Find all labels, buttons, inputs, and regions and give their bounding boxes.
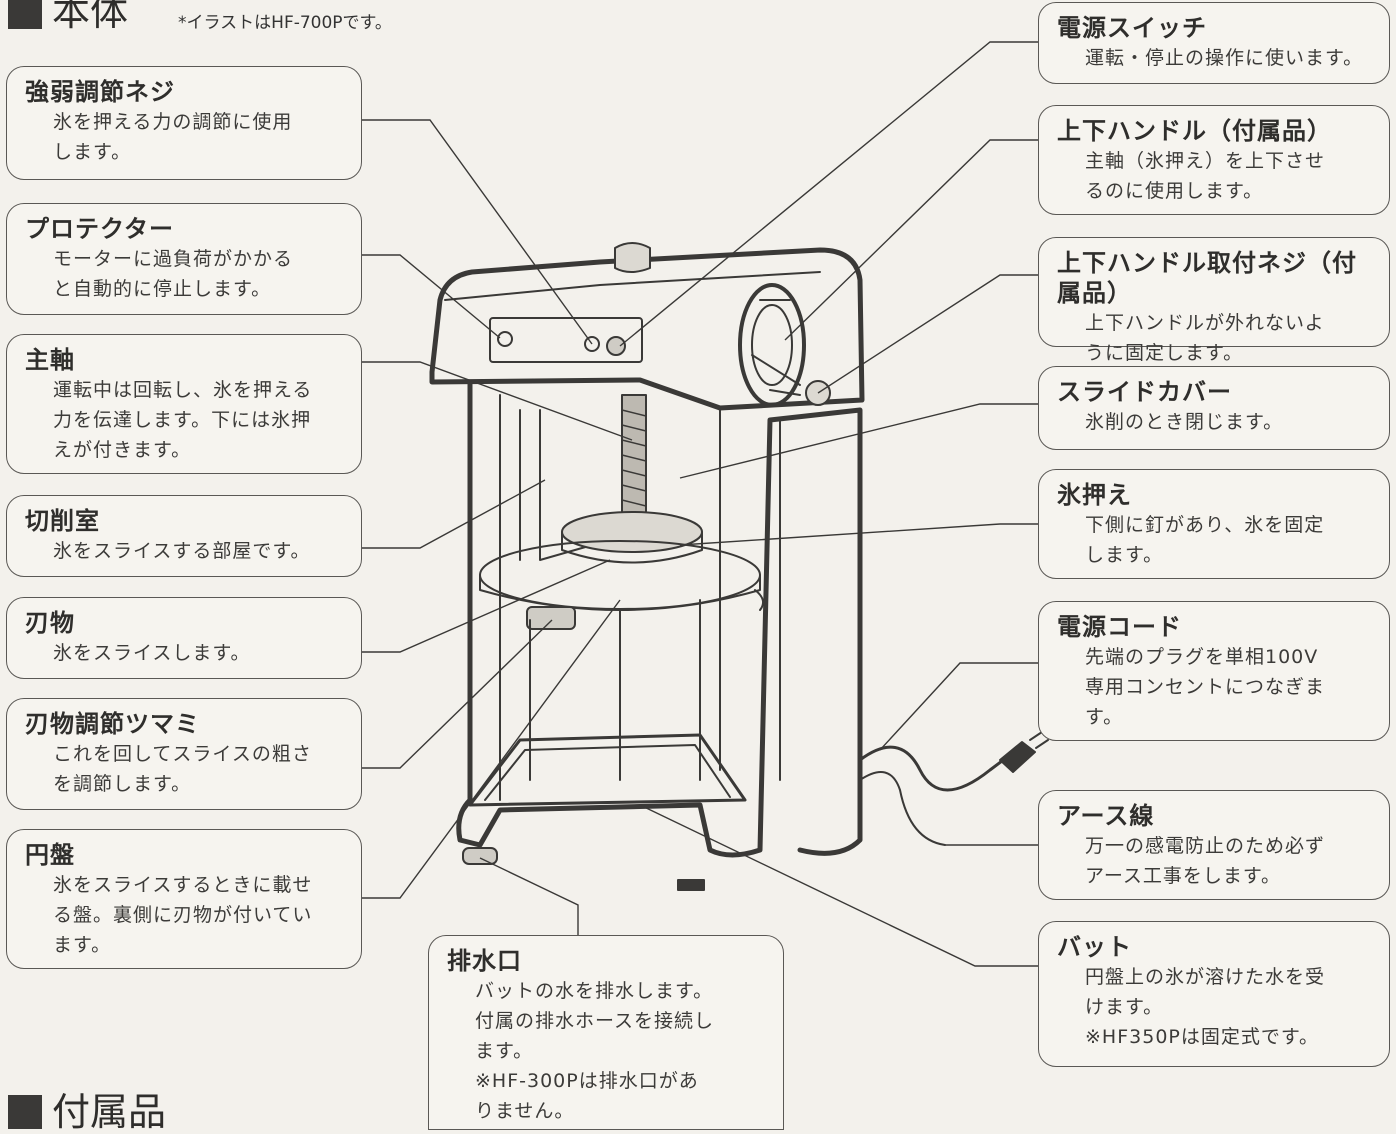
label-desc: うに固定します。 bbox=[1085, 342, 1244, 364]
label-cutting-chamber: 切削室 氷をスライスする部屋です。 bbox=[6, 495, 362, 577]
tray bbox=[468, 733, 747, 807]
section-title-text: 本体 bbox=[52, 0, 129, 34]
label-desc: 主軸（氷押え）を上下させ bbox=[1085, 150, 1326, 172]
plug bbox=[999, 741, 1036, 773]
label-title: 上下ハンドル（付属品） bbox=[1057, 117, 1332, 145]
label-title: プロテクター bbox=[25, 215, 175, 243]
label-power-cord: 電源コード 先端のプラグを単相100V 専用コンセントにつなぎま す。 bbox=[1038, 601, 1390, 741]
control-panel bbox=[489, 317, 643, 363]
label-desc: 氷をスライスします。 bbox=[53, 642, 251, 664]
power-cord bbox=[858, 745, 1012, 792]
label-desc: 付属の排水ホースを接続し bbox=[475, 1010, 715, 1032]
section-square-icon bbox=[8, 0, 42, 29]
label-desc: 氷をスライスするときに載せ bbox=[53, 874, 313, 896]
label-desc: 氷を押える力の調節に使用 bbox=[53, 111, 293, 133]
label-title: 刃物 bbox=[25, 609, 75, 637]
label-title: 強弱調節ネジ bbox=[25, 78, 175, 106]
label-ice-press: 氷押え 下側に釘があり、氷を固定 します。 bbox=[1038, 469, 1390, 579]
machine-frame bbox=[456, 379, 863, 858]
blade-knob bbox=[526, 606, 576, 630]
label-desc: モーターに過負荷がかかる bbox=[53, 248, 294, 270]
label-desc: アース工事をします。 bbox=[1085, 865, 1282, 887]
label-protector: プロテクター モーターに過負荷がかかる と自動的に停止します。 bbox=[6, 203, 362, 315]
label-title: 排水口 bbox=[447, 947, 522, 975]
section-title-accessories: 付属品 bbox=[8, 1092, 166, 1132]
label-earth-wire: アース線 万一の感電防止のため必ず アース工事をします。 bbox=[1038, 790, 1390, 900]
label-desc: ※HF-300Pは排水口があ bbox=[475, 1070, 699, 1092]
label-desc: を調節します。 bbox=[53, 773, 192, 795]
label-desc: 先端のプラグを単相100V bbox=[1085, 646, 1319, 668]
label-slide-cover: スライドカバー 氷削のとき閉じます。 bbox=[1038, 366, 1390, 450]
label-main-shaft: 主軸 運転中は回転し、氷を押える 力を伝達します。下には氷押 えが付きます。 bbox=[6, 334, 362, 474]
label-title: 上下ハンドル取付ネジ（付属品） bbox=[1057, 249, 1357, 307]
label-desc: ※HF350Pは固定式です。 bbox=[1085, 1026, 1319, 1048]
handle-wheel bbox=[738, 283, 806, 407]
label-desc: りません。 bbox=[475, 1100, 575, 1122]
strength-screw bbox=[584, 336, 600, 352]
top-knob bbox=[614, 242, 651, 273]
slide-cover bbox=[719, 409, 781, 781]
label-desc: 円盤上の氷が溶けた水を受 bbox=[1085, 966, 1326, 988]
label-desc: 運転・停止の操作に使います。 bbox=[1085, 47, 1364, 69]
label-desc: 氷削のとき閉じます。 bbox=[1085, 411, 1284, 433]
label-desc: 下側に釘があり、氷を固定 bbox=[1085, 514, 1325, 536]
label-tray: バット 円盤上の氷が溶けた水を受 けます。 ※HF350Pは固定式です。 bbox=[1038, 921, 1390, 1067]
label-drain-outlet: 排水口 バットの水を排水します。 付属の排水ホースを接続し ます。 ※HF-30… bbox=[428, 935, 784, 1130]
label-desc: します。 bbox=[1085, 544, 1164, 566]
label-desc: します。 bbox=[53, 141, 132, 163]
label-desc: 氷をスライスする部屋です。 bbox=[53, 540, 311, 562]
label-desc: 力を伝達します。下には氷押 bbox=[53, 409, 312, 431]
label-title: スライドカバー bbox=[1057, 378, 1232, 406]
label-desc: バットの水を排水します。 bbox=[475, 980, 714, 1002]
label-desc: ます。 bbox=[475, 1040, 534, 1062]
label-desc: 万一の感電防止のため必ず bbox=[1085, 835, 1326, 857]
label-desc: る盤。裏側に刃物が付いてい bbox=[53, 904, 313, 926]
label-desc: す。 bbox=[1085, 706, 1124, 728]
label-up-down-handle: 上下ハンドル（付属品） 主軸（氷押え）を上下させ るのに使用します。 bbox=[1038, 105, 1390, 215]
label-desc: 運転中は回転し、氷を押える bbox=[53, 379, 313, 401]
label-handle-screw: 上下ハンドル取付ネジ（付属品） 上下ハンドルが外れないよ うに固定します。 bbox=[1038, 237, 1390, 364]
label-title: 切削室 bbox=[25, 507, 100, 535]
section-title-text: 付属品 bbox=[52, 1090, 167, 1134]
label-title: バット bbox=[1057, 933, 1132, 961]
label-desc: るのに使用します。 bbox=[1085, 180, 1264, 202]
label-desc: えが付きます。 bbox=[53, 439, 192, 461]
label-title: 主軸 bbox=[25, 346, 75, 374]
drain-outlet bbox=[462, 847, 498, 865]
section-title-main: 本体 bbox=[8, 0, 128, 32]
label-title: 電源スイッチ bbox=[1057, 14, 1207, 42]
label-blade: 刃物 氷をスライスします。 bbox=[6, 597, 362, 679]
ice-press bbox=[561, 511, 703, 553]
illustration-note: *イラストはHF-700Pです。 bbox=[178, 13, 392, 33]
label-title: 氷押え bbox=[1057, 481, 1132, 509]
label-title: アース線 bbox=[1057, 802, 1155, 830]
label-strength-screw: 強弱調節ネジ 氷を押える力の調節に使用 します。 bbox=[6, 66, 362, 180]
power-switch bbox=[606, 336, 626, 356]
label-power-switch: 電源スイッチ 運転・停止の操作に使います。 bbox=[1038, 2, 1390, 84]
label-title: 刃物調節ツマミ bbox=[25, 710, 200, 738]
label-blade-knob: 刃物調節ツマミ これを回してスライスの粗さ を調節します。 bbox=[6, 698, 362, 810]
label-desc: 専用コンセントにつなぎま bbox=[1085, 676, 1326, 698]
label-title: 円盤 bbox=[25, 841, 75, 869]
label-desc: これを回してスライスの粗さ bbox=[53, 743, 312, 765]
label-desc: と自動的に停止します。 bbox=[53, 278, 272, 300]
protector-button bbox=[497, 331, 513, 347]
section-square-icon bbox=[8, 1095, 42, 1129]
label-desc: けます。 bbox=[1085, 996, 1164, 1018]
label-disc: 円盤 氷をスライスするときに載せ る盤。裏側に刃物が付いてい ます。 bbox=[6, 829, 362, 969]
machine-head bbox=[429, 247, 865, 411]
label-title: 電源コード bbox=[1057, 613, 1182, 641]
label-desc: 上下ハンドルが外れないよ bbox=[1085, 312, 1325, 334]
label-desc: ます。 bbox=[53, 934, 112, 956]
